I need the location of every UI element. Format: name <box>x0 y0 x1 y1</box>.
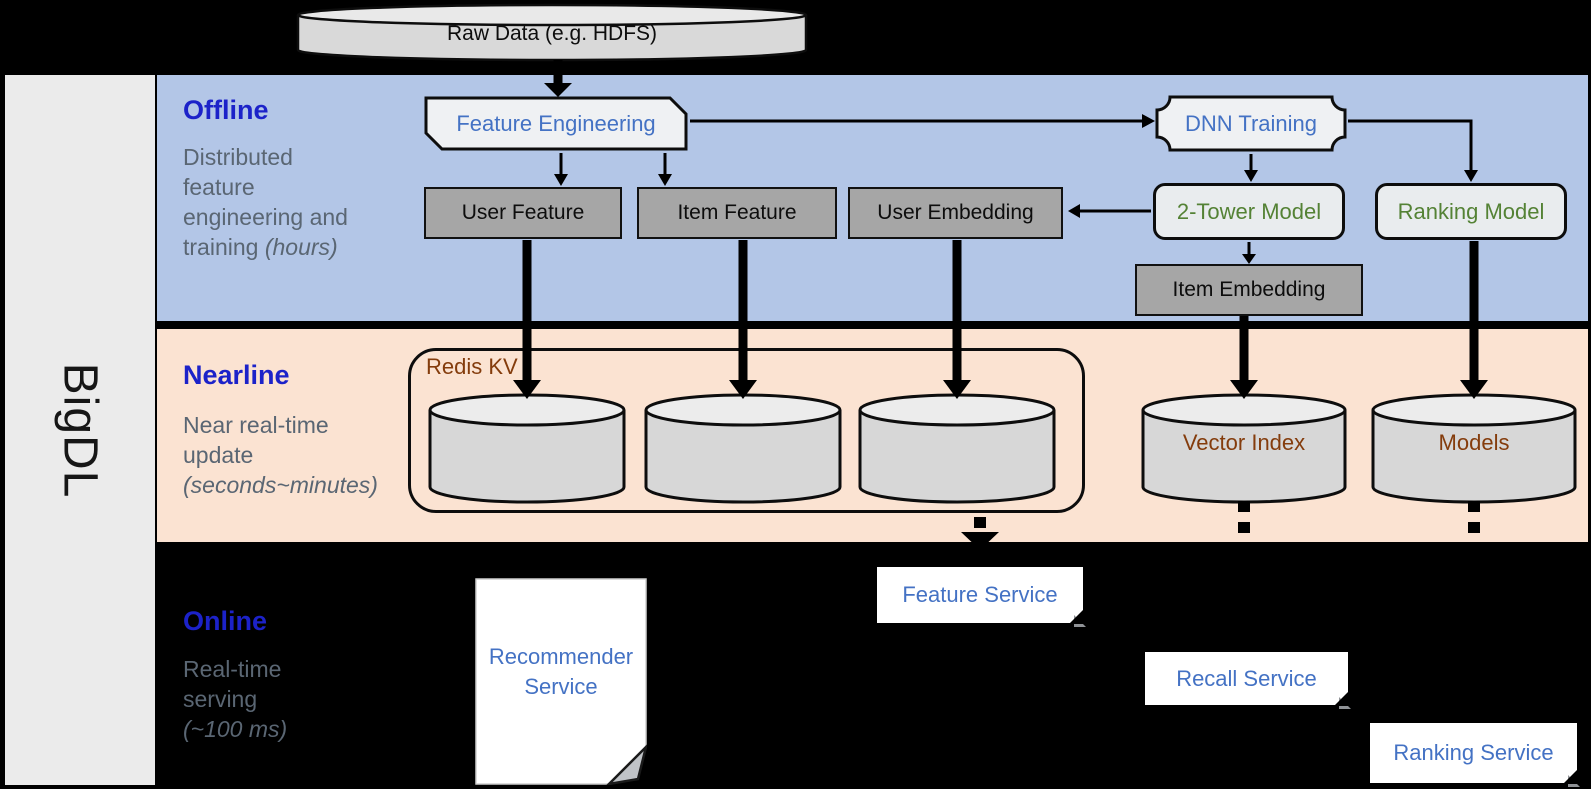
cylinder-shape <box>644 393 842 504</box>
online-band <box>157 542 1588 789</box>
cylinder-shape <box>1141 393 1347 504</box>
offline-title: Offline <box>183 95 269 125</box>
corner-cut <box>1563 769 1578 784</box>
document-folded-corner <box>605 742 649 786</box>
ranking-service-box: Ranking Service <box>1370 723 1580 787</box>
item-embedding-box: Item Embedding <box>1135 264 1363 316</box>
user-feature-box: User Feature <box>424 187 622 239</box>
redis-shard-cylinder-1 <box>427 392 627 510</box>
feature-service-box: Feature Service <box>877 567 1086 627</box>
corner-cut <box>1334 691 1349 706</box>
nearline-title: Nearline <box>183 360 290 390</box>
online-desc-latency: (~100 ms) <box>183 716 288 742</box>
models-cylinder <box>1370 392 1578 510</box>
dnn-training-label: DNN Training <box>1184 110 1318 136</box>
feature-engineering-label: Feature Engineering <box>456 110 656 136</box>
online-desc-line2: serving <box>183 686 258 712</box>
raw-data-label: Raw Data (e.g. HDFS) <box>446 22 658 45</box>
nearline-desc-line1: Near real-time <box>183 412 329 438</box>
feature-service-label: Feature Service <box>902 582 1058 607</box>
recall-service-label: Recall Service <box>1176 665 1317 691</box>
nearline-desc-latency: (seconds~minutes) <box>183 472 378 498</box>
raw-data-cylinder-shape <box>296 3 808 62</box>
recommender-service-document <box>475 578 649 789</box>
corner-cut <box>1069 609 1084 624</box>
raw-data-store <box>296 3 808 68</box>
nearline-description: Near real-time update (seconds~minutes) <box>183 410 378 500</box>
recommender-service-label: Recommender Service <box>488 644 634 699</box>
cylinder-shape <box>1371 393 1577 504</box>
nearline-desc-line2: update <box>183 442 254 468</box>
item-feature-box: Item Feature <box>637 187 837 239</box>
offline-desc-line2: feature <box>183 174 255 200</box>
bigdl-logo-text: BigDL <box>53 362 107 498</box>
offline-desc-line1: Distributed <box>183 144 293 170</box>
ranking-model-box: Ranking Model <box>1375 183 1567 240</box>
cylinder-shape <box>858 393 1056 504</box>
vector-index-cylinder <box>1140 392 1348 510</box>
dnn-training-node <box>1155 95 1347 157</box>
redis-kv-label: Redis KV <box>426 354 518 379</box>
ranking-service-label: Ranking Service <box>1393 740 1554 765</box>
user-embedding-box: User Embedding <box>848 187 1063 239</box>
cylinder-shape <box>428 393 626 504</box>
feature-engineering-node <box>424 96 688 156</box>
document-shape <box>475 578 649 786</box>
feature-engineering-shape <box>424 96 688 151</box>
online-title: Online <box>183 606 268 636</box>
redis-shard-cylinder-3 <box>857 392 1057 510</box>
offline-desc-line3: engineering and <box>183 204 348 230</box>
bigdl-sidebar: BigDL <box>5 75 155 785</box>
redis-shard-cylinder-2 <box>643 392 843 510</box>
offline-desc-hours: (hours) <box>264 234 338 260</box>
vector-index-label: Vector Index <box>1182 430 1306 455</box>
offline-description: Distributed feature engineering and trai… <box>183 142 348 262</box>
recall-service-box: Recall Service <box>1145 652 1351 709</box>
online-desc-line1: Real-time <box>183 656 282 682</box>
models-label: Models <box>1438 430 1510 455</box>
two-tower-model-box: 2-Tower Model <box>1153 183 1345 240</box>
dnn-training-shape <box>1155 95 1347 152</box>
offline-desc-line4: training <box>183 234 259 260</box>
online-description: Real-time serving (~100 ms) <box>183 654 287 744</box>
